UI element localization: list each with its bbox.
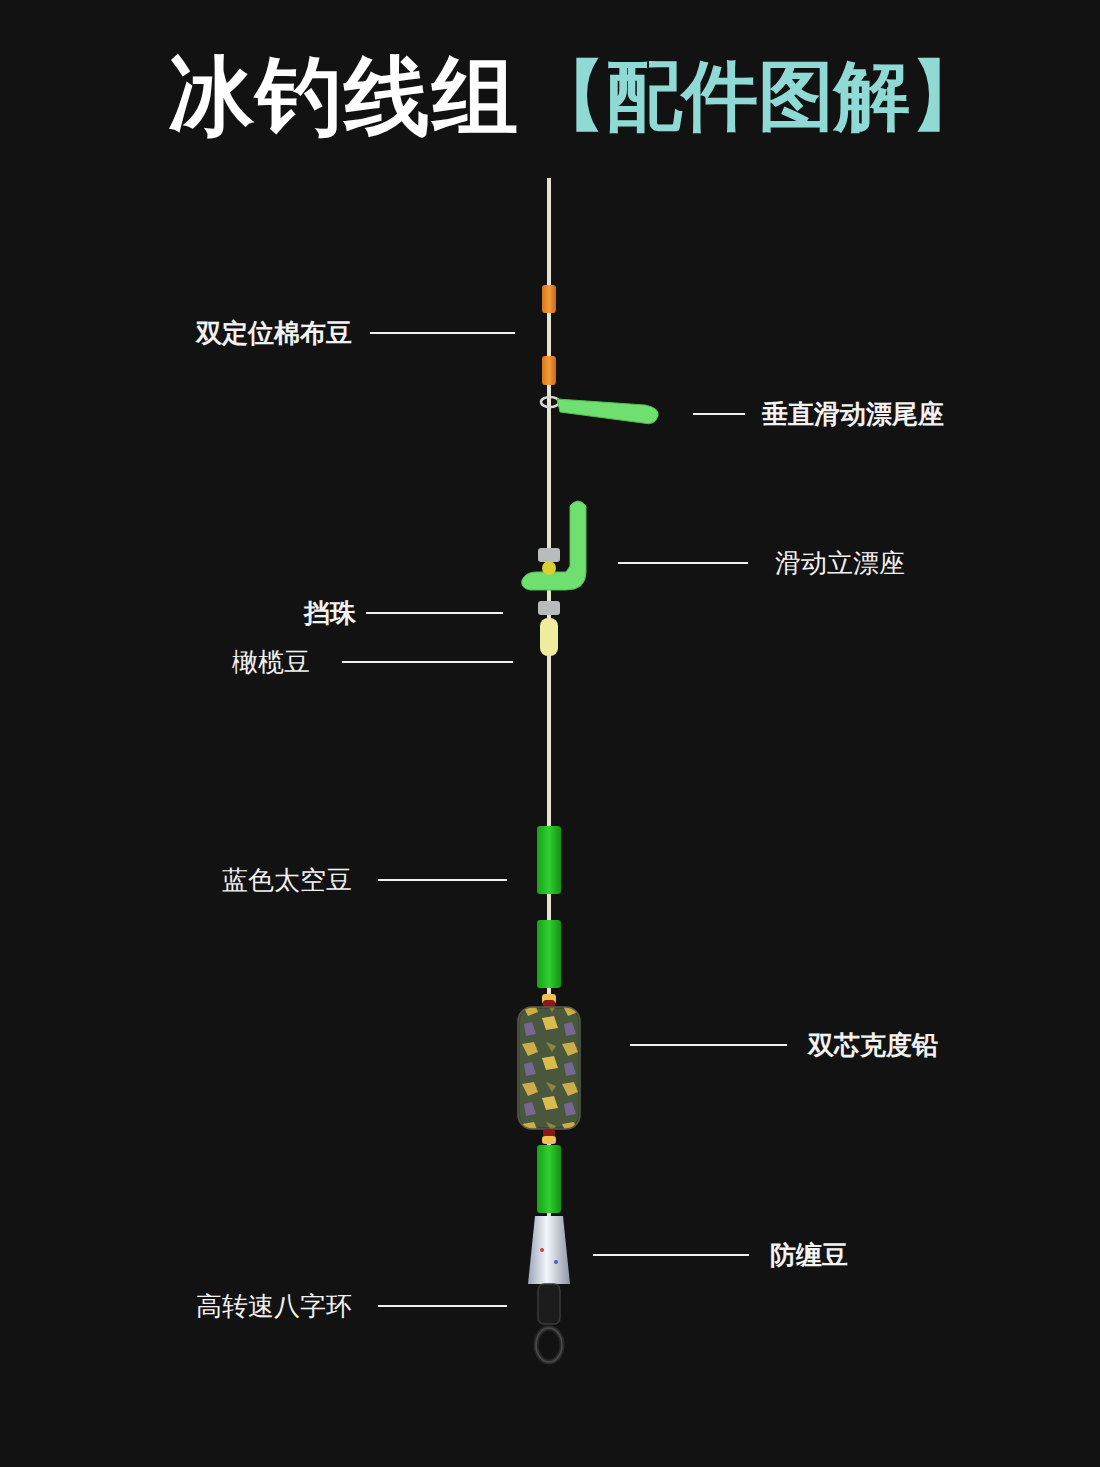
float-seat: [522, 501, 586, 590]
leader-line: [342, 661, 513, 663]
leader-line: [378, 879, 507, 881]
subtitle: 【配件图解】: [530, 54, 986, 138]
leader-line: [593, 1254, 749, 1256]
lead-cap: [543, 1129, 555, 1137]
tail-seat: [557, 399, 658, 424]
part-label: 高转速八字环: [196, 1292, 352, 1321]
leader-line: [366, 612, 503, 614]
space-bean: [537, 1145, 561, 1213]
part-label: 双芯克度铅: [808, 1031, 938, 1060]
part-label: 滑动立漂座: [775, 549, 905, 578]
leader-lines: [342, 333, 787, 1306]
leader-line: [378, 1305, 507, 1307]
stop-bead: [538, 601, 560, 615]
swivel-ring: [536, 1328, 562, 1362]
part-label: 橄榄豆: [232, 648, 310, 677]
split-lead: [518, 1007, 580, 1129]
olive-bean: [540, 618, 558, 656]
space-bean: [537, 920, 561, 988]
cotton-bean: [542, 285, 556, 313]
swivel-ring: [536, 1328, 562, 1362]
lead-cap: [542, 1136, 556, 1144]
title: 冰钓线组: [168, 49, 520, 144]
space-bean: [537, 826, 561, 894]
part-label: 防缠豆: [770, 1241, 848, 1270]
anti-tangle-dot: [540, 1248, 544, 1252]
leader-line: [618, 562, 748, 564]
cotton-bean: [542, 356, 556, 385]
part-label: 挡珠: [304, 599, 356, 628]
part-label: 垂直滑动漂尾座: [762, 400, 944, 429]
leader-line: [630, 1044, 787, 1046]
stop-bead: [538, 548, 560, 562]
seat-ring: [541, 397, 559, 407]
part-label: 蓝色太空豆: [222, 866, 352, 895]
anti-tangle-dot: [554, 1260, 558, 1264]
lead-shine: [520, 1009, 578, 1127]
part-label: 双定位棉布豆: [196, 319, 352, 348]
leader-line: [693, 413, 745, 415]
leader-line: [370, 332, 515, 334]
anti-tangle-bean: [528, 1216, 570, 1284]
seat-ball: [542, 561, 556, 575]
swivel-body: [538, 1284, 560, 1324]
